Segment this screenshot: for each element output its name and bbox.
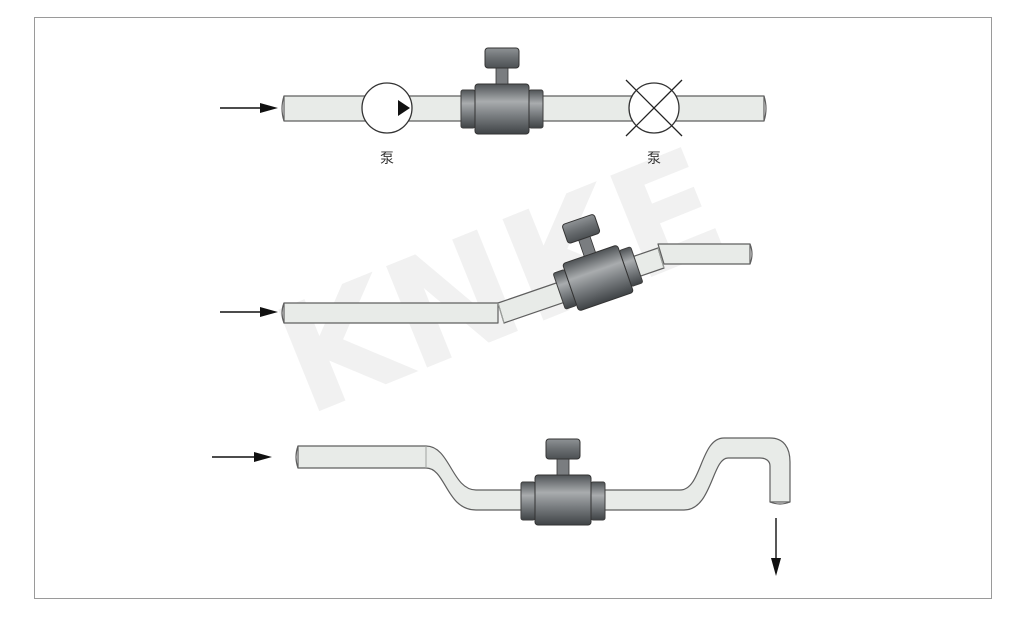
row3-inlet-arrow	[212, 452, 272, 462]
row1-flowmeter	[460, 47, 544, 135]
row1-inlet-arrow	[220, 103, 278, 113]
flowmeter-body	[534, 474, 592, 526]
row1-pump-downstream-crossed	[625, 79, 683, 137]
row3-flowmeter	[520, 438, 606, 526]
flowmeter-flange-right	[590, 481, 606, 521]
row2-flowmeter	[553, 214, 643, 311]
flowmeter-head	[562, 214, 601, 244]
diagram-frame	[34, 17, 992, 599]
row3-u-trap-installation	[212, 437, 791, 576]
watermark-text: KNKE	[255, 116, 747, 450]
pump-right-label: 泵	[647, 151, 661, 167]
flowmeter-stem	[556, 456, 570, 476]
row1-straight-installation: 泵 泵	[220, 47, 767, 167]
flowmeter-flange-left	[520, 481, 536, 521]
pump-direction-icon	[398, 100, 410, 116]
flowmeter-body	[474, 83, 530, 135]
pump-left-label: 泵	[380, 151, 394, 167]
row1-pump-upstream	[361, 82, 413, 134]
flowmeter-flange-right	[528, 89, 544, 129]
flowmeter-head	[545, 438, 581, 460]
pump-circle-icon	[361, 82, 413, 134]
row3-outlet-arrow	[771, 518, 781, 576]
flowmeter-head	[484, 47, 520, 69]
row2-inlet-arrow	[220, 307, 278, 317]
flowmeter-stem	[495, 65, 509, 85]
row2-inclined-installation	[220, 214, 753, 324]
row3-pipe	[295, 437, 791, 511]
flowmeter-flange-left	[460, 89, 476, 129]
